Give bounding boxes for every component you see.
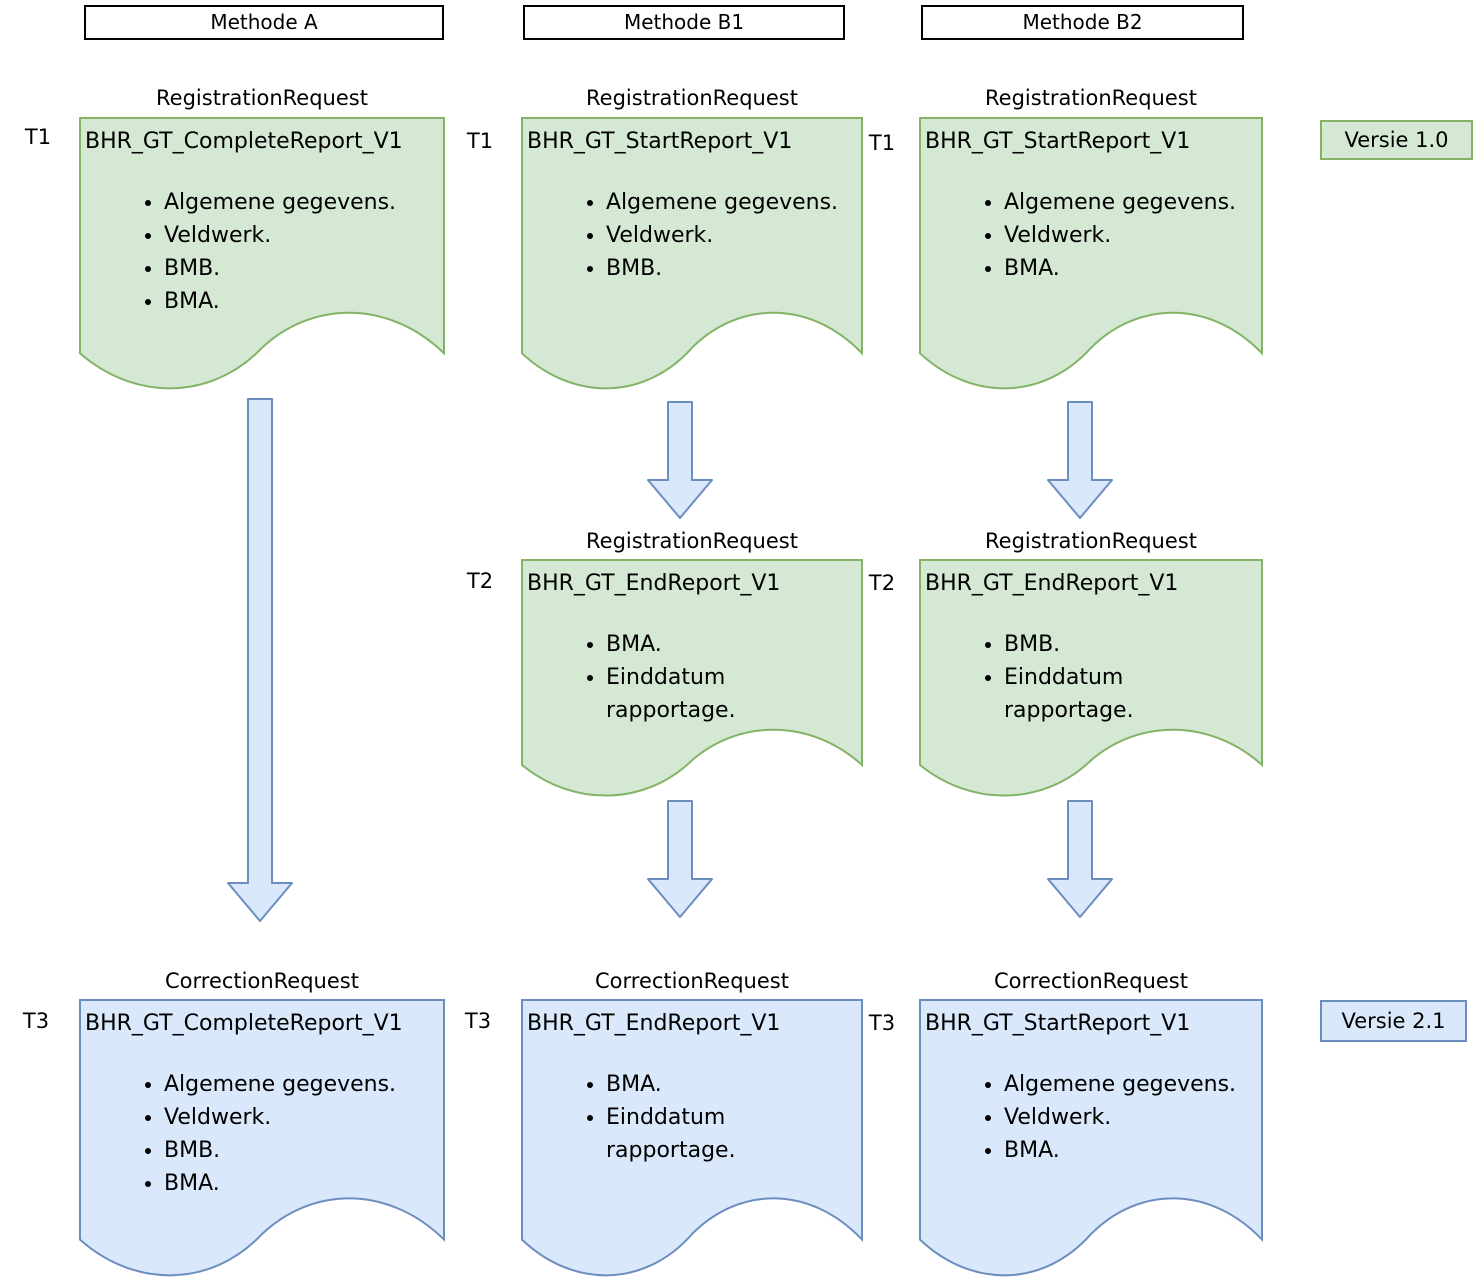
down-arrow-b1-1 <box>647 401 713 519</box>
document-title: BHR_GT_StartReport_V1 <box>925 129 1191 154</box>
document-bullet-list: Algemene gegevens.Veldwerk.BMB. <box>522 186 862 285</box>
document-bullet-list: BMB.Einddatum rapportage. <box>920 628 1174 727</box>
document-shape <box>521 999 863 1277</box>
document-bullet-list: BMA.Einddatum rapportage. <box>522 1068 776 1167</box>
time-label-b1-t2: T2 <box>466 569 494 593</box>
header-methode-a: Methode A <box>84 5 444 40</box>
bullet-item: Veldwerk. <box>1004 219 1262 252</box>
document-shape <box>521 117 863 390</box>
document-bullet-list: BMA.Einddatum rapportage. <box>522 628 776 727</box>
kind-label-b2-t2: RegistrationRequest <box>985 529 1197 553</box>
document-bullet-list: Algemene gegevens.Veldwerk.BMA. <box>920 1068 1262 1167</box>
kind-label-b1-t1: RegistrationRequest <box>586 86 798 110</box>
bullet-item: BMA. <box>1004 1134 1262 1167</box>
document-a-t3: BHR_GT_CompleteReport_V1 Algemene gegeve… <box>79 999 445 1281</box>
document-title: BHR_GT_EndReport_V1 <box>527 1011 781 1036</box>
kind-label-a-t1: RegistrationRequest <box>156 86 368 110</box>
bullet-item: BMA. <box>164 285 444 318</box>
time-label-b1-t1: T1 <box>466 129 494 153</box>
time-label-b2-t1: T1 <box>868 131 896 155</box>
kind-label-b2-t1: RegistrationRequest <box>985 86 1197 110</box>
down-arrow-a-long <box>227 398 293 922</box>
document-shape <box>919 117 1263 390</box>
bullet-item: BMB. <box>606 252 862 285</box>
document-title: BHR_GT_CompleteReport_V1 <box>85 129 403 154</box>
bullet-item: Veldwerk. <box>164 1101 444 1134</box>
kind-label-b2-t3: CorrectionRequest <box>994 969 1188 993</box>
bullet-item: Algemene gegevens. <box>606 186 862 219</box>
document-shape <box>521 559 863 797</box>
document-title: BHR_GT_EndReport_V1 <box>527 571 781 596</box>
time-label-b1-t3: T3 <box>464 1009 492 1033</box>
kind-label-b1-t2: RegistrationRequest <box>586 529 798 553</box>
bullet-item: BMB. <box>164 252 444 285</box>
document-shape <box>919 999 1263 1277</box>
time-label-b2-t2: T2 <box>868 571 896 595</box>
kind-label-b1-t3: CorrectionRequest <box>595 969 789 993</box>
document-b1-t1: BHR_GT_StartReport_V1 Algemene gegevens.… <box>521 117 863 394</box>
document-title: BHR_GT_EndReport_V1 <box>925 571 1179 596</box>
bullet-item: BMA. <box>606 1068 776 1101</box>
document-title: BHR_GT_StartReport_V1 <box>527 129 793 154</box>
bullet-item: Veldwerk. <box>1004 1101 1262 1134</box>
document-bullet-list: Algemene gegevens.Veldwerk.BMB.BMA. <box>80 186 444 318</box>
document-title: BHR_GT_StartReport_V1 <box>925 1011 1191 1036</box>
bullet-item: Algemene gegevens. <box>164 186 444 219</box>
document-b2-t1: BHR_GT_StartReport_V1 Algemene gegevens.… <box>919 117 1263 394</box>
document-b1-t2: BHR_GT_EndReport_V1 BMA.Einddatum rappor… <box>521 559 863 801</box>
down-arrow-b1-2 <box>647 800 713 918</box>
document-b2-t2: BHR_GT_EndReport_V1 BMB.Einddatum rappor… <box>919 559 1263 801</box>
version-badge-2-1: Versie 2.1 <box>1320 1000 1467 1042</box>
bullet-item: BMB. <box>164 1134 444 1167</box>
document-bullet-list: Algemene gegevens.Veldwerk.BMB.BMA. <box>80 1068 444 1200</box>
bullet-item: Algemene gegevens. <box>164 1068 444 1101</box>
time-label-a-t3: T3 <box>22 1009 50 1033</box>
bullet-item: Algemene gegevens. <box>1004 186 1262 219</box>
document-a-t1: BHR_GT_CompleteReport_V1 Algemene gegeve… <box>79 117 445 394</box>
down-arrow-b2-2 <box>1047 800 1113 918</box>
bullet-item: BMA. <box>1004 252 1262 285</box>
document-shape <box>919 559 1263 797</box>
document-shape <box>79 117 445 390</box>
document-shape <box>79 999 445 1277</box>
down-arrow-b2-1 <box>1047 401 1113 519</box>
bullet-item: BMA. <box>164 1167 444 1200</box>
header-methode-b1: Methode B1 <box>523 5 845 40</box>
bullet-item: Einddatum rapportage. <box>606 661 776 727</box>
document-b1-t3: BHR_GT_EndReport_V1 BMA.Einddatum rappor… <box>521 999 863 1281</box>
header-methode-b2: Methode B2 <box>921 5 1244 40</box>
bullet-item: BMA. <box>606 628 776 661</box>
document-title: BHR_GT_CompleteReport_V1 <box>85 1011 403 1036</box>
bullet-item: Einddatum rapportage. <box>1004 661 1174 727</box>
time-label-b2-t3: T3 <box>868 1011 896 1035</box>
version-badge-1-0: Versie 1.0 <box>1320 120 1473 160</box>
bullet-item: BMB. <box>1004 628 1174 661</box>
bullet-item: Veldwerk. <box>606 219 862 252</box>
document-b2-t3: BHR_GT_StartReport_V1 Algemene gegevens.… <box>919 999 1263 1281</box>
bullet-item: Veldwerk. <box>164 219 444 252</box>
time-label-a-t1: T1 <box>24 125 52 149</box>
document-bullet-list: Algemene gegevens.Veldwerk.BMA. <box>920 186 1262 285</box>
kind-label-a-t3: CorrectionRequest <box>165 969 359 993</box>
bullet-item: Algemene gegevens. <box>1004 1068 1262 1101</box>
bullet-item: Einddatum rapportage. <box>606 1101 776 1167</box>
